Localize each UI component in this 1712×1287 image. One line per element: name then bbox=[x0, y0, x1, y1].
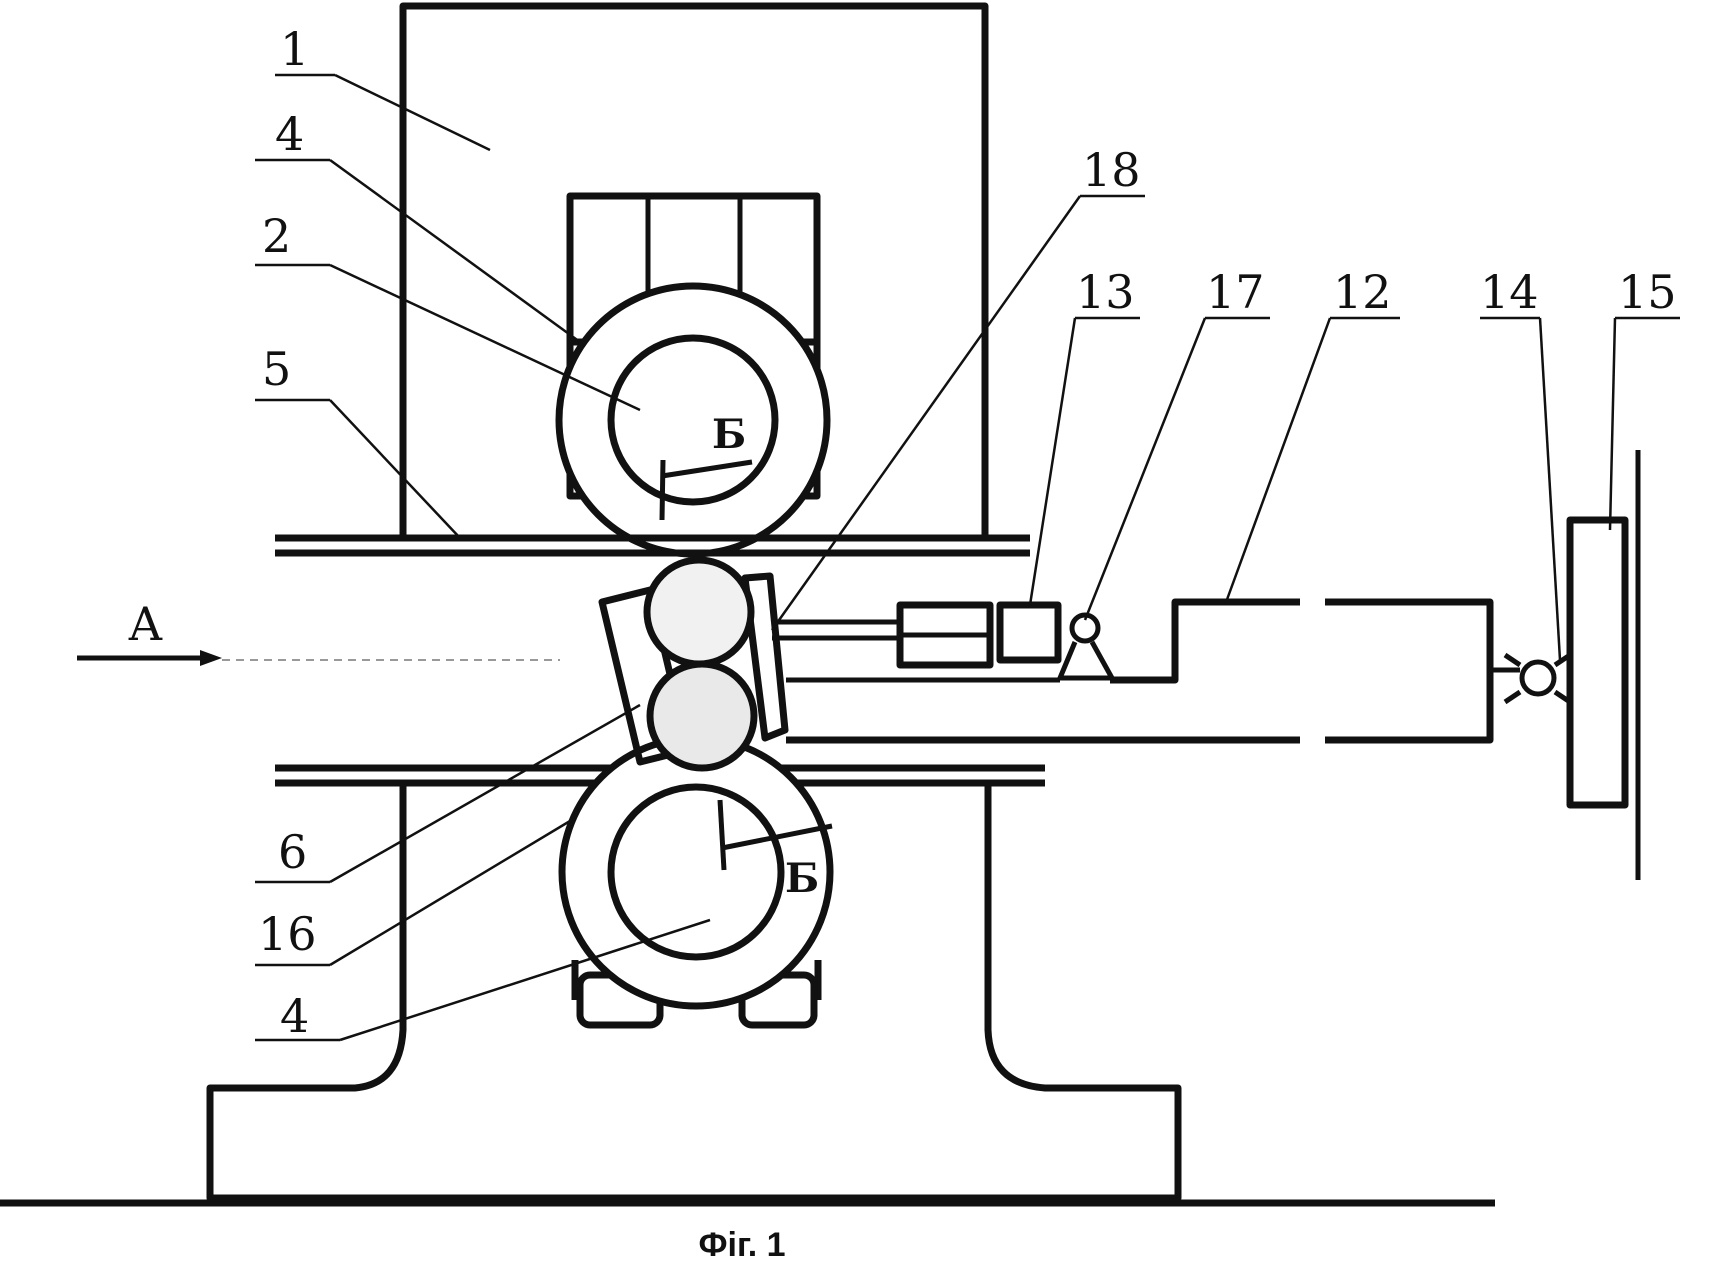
callout-1: 1 bbox=[280, 22, 309, 76]
leader-lines bbox=[255, 73, 1680, 1042]
view-label-a: А bbox=[128, 597, 163, 651]
upper-housing bbox=[399, 2, 989, 537]
callout-12: 12 bbox=[1333, 265, 1392, 319]
callout-18: 18 bbox=[1082, 143, 1141, 197]
section-label-upper: Б bbox=[712, 411, 746, 458]
callout-4-bottom: 4 bbox=[280, 989, 309, 1043]
callout-14: 14 bbox=[1480, 265, 1539, 319]
callout-5: 5 bbox=[262, 342, 291, 396]
callout-2: 2 bbox=[262, 209, 291, 263]
upper-rail bbox=[275, 534, 1030, 557]
figure-caption: Фіг. 1 bbox=[698, 1226, 785, 1264]
wall-support bbox=[1566, 450, 1641, 880]
hydraulic-cylinder bbox=[896, 601, 1117, 681]
lower-housing bbox=[206, 785, 1182, 1202]
work-rolls bbox=[643, 556, 758, 772]
callout-13: 13 bbox=[1076, 265, 1135, 319]
callout-6: 6 bbox=[278, 825, 307, 879]
callout-15: 15 bbox=[1618, 265, 1677, 319]
callout-4-top: 4 bbox=[275, 107, 304, 161]
callout-16: 16 bbox=[258, 907, 317, 961]
section-label-lower: Б bbox=[785, 855, 819, 902]
callout-17: 17 bbox=[1206, 265, 1265, 319]
upper-backup-roll bbox=[555, 282, 831, 558]
hinge bbox=[1490, 652, 1572, 705]
connecting-rod bbox=[772, 619, 1060, 683]
view-arrow bbox=[77, 650, 560, 666]
lower-backup-roll bbox=[558, 734, 834, 1010]
